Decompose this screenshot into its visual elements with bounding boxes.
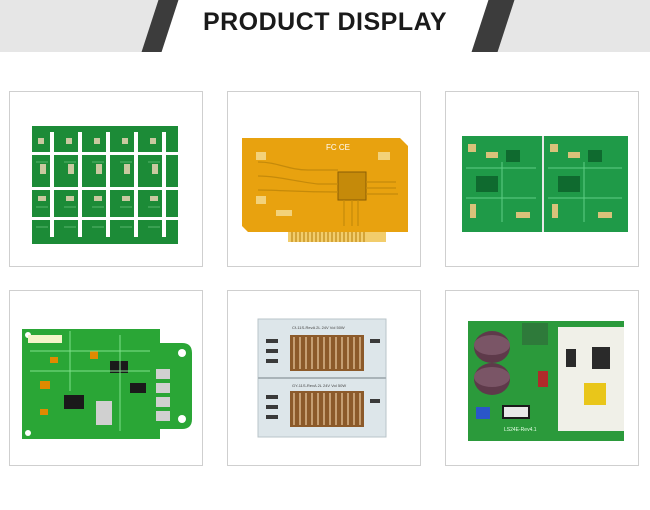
green-panelized-pcb-icon [32,126,178,244]
product-card-3[interactable] [445,91,639,267]
product-card-4[interactable] [9,290,203,466]
green-double-pcb-panel-icon [462,136,628,232]
header-banner: PRODUCT DISPLAY [0,0,650,52]
psu-board-label: LS24E-Rev4.1 [504,427,537,433]
alu-board-label-2: GY-11S-RevA 2L 24V Vol 50W [292,383,346,388]
green-assembled-pcb-icon [22,329,192,439]
aluminum-led-pcb-icon: Cf-11S-RevA 2L 24V Vol 50W GY-11S-RevA 2… [257,318,387,438]
alu-board-label-1: Cf-11S-RevA 2L 24V Vol 50W [292,325,345,330]
power-supply-pcba-icon: LS24E-Rev4.1 [468,321,624,441]
product-card-5[interactable]: Cf-11S-RevA 2L 24V Vol 50W GY-11S-RevA 2… [227,290,421,466]
page-title: PRODUCT DISPLAY [202,8,448,36]
pci-marks-label: FC CE [326,143,350,152]
product-card-6[interactable]: LS24E-Rev4.1 [445,290,639,466]
product-card-2[interactable]: FC CE [227,91,421,267]
product-card-1[interactable] [9,91,203,267]
yellow-pci-card-pcb-icon: FC CE [242,138,408,242]
